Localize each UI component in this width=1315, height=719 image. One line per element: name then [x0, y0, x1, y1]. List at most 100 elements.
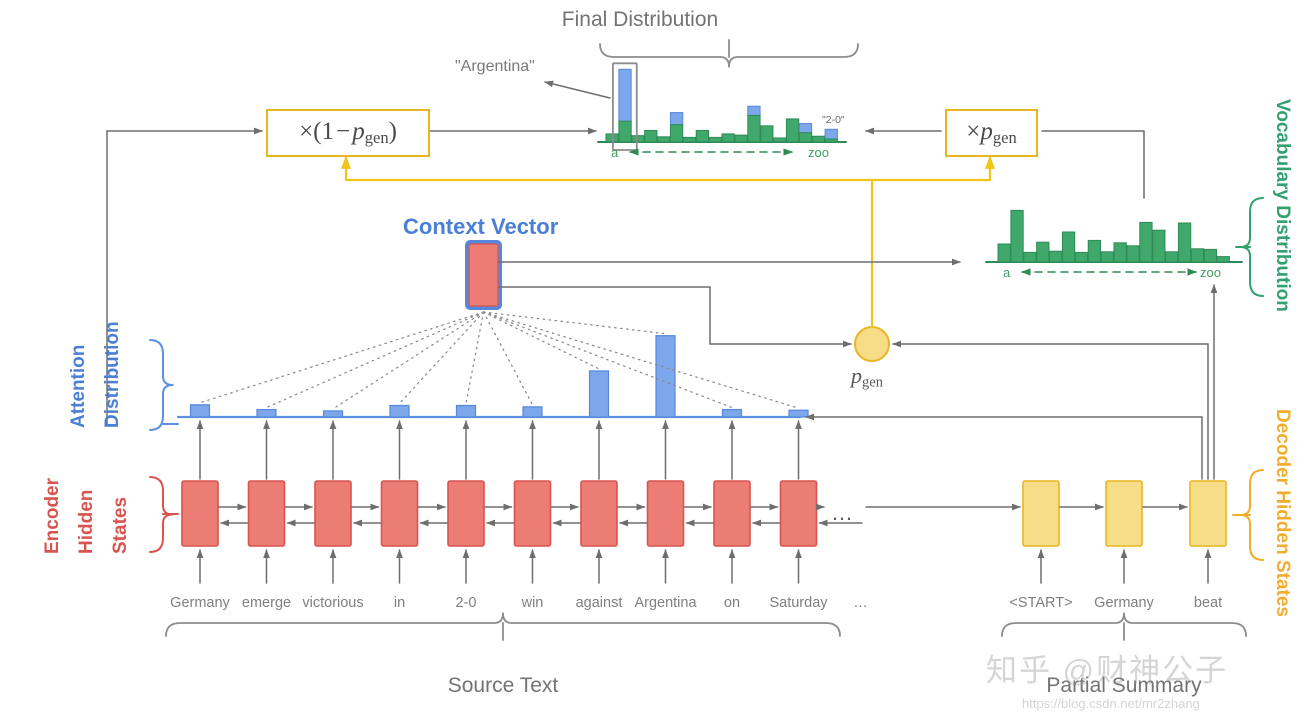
- final-dist-bar-vocab: [811, 135, 826, 143]
- source-text-caption: Source Text: [447, 674, 559, 697]
- encoder-ellipsis: …: [831, 500, 853, 525]
- final-dist-bar-vocab: [669, 124, 684, 143]
- vocab-bar: [1203, 248, 1218, 263]
- vocab-bar: [1216, 256, 1230, 263]
- vocab-bar: [1113, 242, 1127, 263]
- attention-bar: [522, 406, 543, 418]
- attention-bar: [389, 404, 410, 418]
- final-dist-axis-start: a: [611, 145, 619, 160]
- source-token: in: [393, 595, 406, 611]
- attention-fan-line: [482, 311, 600, 370]
- final-dist-bar-vocab: [721, 133, 735, 143]
- final-dist-bar-vocab: [785, 118, 800, 143]
- source-token: Argentina: [634, 595, 697, 611]
- attention-bar: [788, 409, 809, 418]
- final-dist-bar-vocab: [682, 136, 697, 143]
- decoder-cell: [1022, 480, 1060, 547]
- final-dist-bar-attention: [669, 112, 684, 126]
- final-dist-bar-vocab: [747, 114, 761, 143]
- final-dist-highlight-box: [611, 62, 638, 151]
- attention-fan-line: [465, 311, 485, 405]
- source-token: victorious: [302, 595, 364, 611]
- vocab-bar: [1036, 241, 1050, 263]
- source-text-brace: [165, 612, 841, 637]
- source-token: Germany: [170, 595, 230, 611]
- summary-token: beat: [1193, 595, 1223, 611]
- encoder-cell: [314, 480, 352, 547]
- attention-distribution-brace: [149, 339, 174, 431]
- vocab-bar: [1074, 251, 1089, 263]
- argentina-pointer-arrow: [544, 80, 611, 99]
- encoder-hidden-states-label-line1: Encoder: [42, 477, 63, 554]
- vocab-dist-axis-start: a: [1003, 265, 1011, 280]
- vocab-bar: [1061, 231, 1076, 263]
- times-pgen-box: ×pgen: [945, 109, 1038, 157]
- encoder-cell: [713, 480, 751, 547]
- encoder-cell: [447, 480, 485, 547]
- final-dist-bar-vocab: [631, 135, 645, 143]
- encoder-cell: [247, 480, 286, 547]
- final-dist-bar-vocab: [760, 125, 774, 143]
- encoder-hidden-states-label-line3: States: [110, 496, 131, 554]
- final-distribution-title: Final Distribution: [561, 8, 719, 31]
- decoder-cell: [1105, 480, 1143, 547]
- decoder-cell: [1189, 480, 1227, 547]
- partial-summary-brace: [1001, 612, 1247, 637]
- final-dist-2-0-annotation: "2-0": [822, 114, 845, 126]
- context-vector-title: Context Vector: [403, 214, 559, 239]
- vocab-bar: [1190, 248, 1205, 263]
- attention-fan-line: [398, 311, 485, 405]
- source-token: on: [723, 595, 741, 611]
- final-dist-bar-attention: [824, 128, 838, 140]
- final-dist-bar-vocab: [798, 132, 813, 143]
- summary-token: <START>: [1009, 595, 1073, 611]
- context-vector-box: [468, 243, 499, 307]
- attention-bar: [655, 335, 676, 418]
- vocab-bar: [1023, 251, 1037, 263]
- vocab-bar: [1010, 209, 1024, 263]
- attention-bar: [455, 404, 477, 418]
- source-token: …: [853, 595, 868, 611]
- source-token: emerge: [241, 595, 292, 611]
- final-dist-bar-vocab: [708, 136, 722, 143]
- attention-bar: [721, 408, 743, 418]
- attention-fan-line: [482, 311, 733, 409]
- summary-token: Germany: [1094, 595, 1154, 611]
- final-dist-bar-attention: [798, 123, 813, 134]
- encoder-cell: [779, 480, 818, 547]
- vocab-bar: [1177, 222, 1192, 263]
- vocabulary-distribution-label: Vocabulary Distribution: [1272, 99, 1293, 312]
- pgen-node-label: pgen: [851, 363, 883, 391]
- final-dist-bar-vocab: [618, 120, 632, 143]
- attention-bar: [256, 408, 277, 418]
- vocab-bar: [1049, 250, 1063, 263]
- attention-fan-line: [482, 311, 534, 406]
- final-dist-bar-vocab: [824, 138, 838, 143]
- vocab-bar: [1165, 251, 1179, 263]
- final-distribution-brace: [599, 43, 859, 68]
- attention-fan-line: [332, 311, 485, 410]
- final-dist-bar-vocab: [695, 129, 710, 143]
- attention-bar: [322, 410, 344, 418]
- attention-distribution-label-line2: Distribution: [102, 321, 123, 428]
- encoder-cell: [380, 480, 419, 547]
- final-dist-bar-attention: [618, 68, 632, 122]
- final-dist-bar-vocab: [644, 129, 658, 143]
- encoder-cell: [513, 480, 552, 547]
- pgen-node: [854, 326, 890, 362]
- encoder-cell: [646, 480, 685, 547]
- source-token: win: [521, 595, 544, 611]
- encoder-hidden-states-label-line2: Hidden: [76, 489, 97, 554]
- vocab-bar: [997, 243, 1011, 263]
- attention-bar: [189, 404, 211, 418]
- one-minus-pgen-formula: ×(1 − pgen): [299, 117, 397, 148]
- vocab-bar: [1126, 245, 1140, 263]
- final-dist-bar-vocab: [734, 134, 748, 143]
- attention-distribution-label-line1: Attention: [68, 344, 89, 428]
- one-minus-pgen-box: ×(1 − pgen): [266, 109, 430, 157]
- vocab-bar: [1087, 239, 1102, 263]
- attention-bar: [588, 370, 610, 418]
- final-dist-axis-end: zoo: [808, 145, 829, 160]
- attention-fan-line: [482, 311, 800, 409]
